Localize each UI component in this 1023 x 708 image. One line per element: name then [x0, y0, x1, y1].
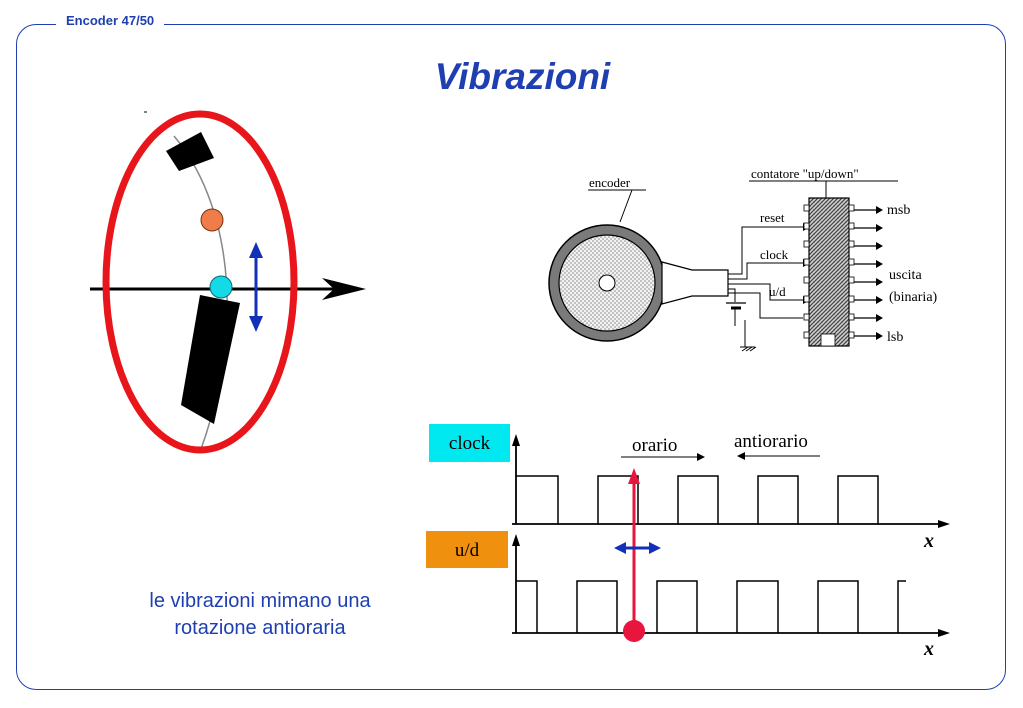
clockwise-label: orario [632, 435, 677, 456]
caption-line-2: rotazione antioraria [174, 617, 346, 639]
position-marker-dot [623, 620, 645, 642]
output-label: uscita [889, 268, 922, 283]
lsb-label: lsb [887, 330, 903, 345]
ground-symbol [741, 346, 757, 352]
reset-label: reset [760, 210, 785, 225]
msb-label: msb [887, 203, 910, 218]
caption-line-1: le vibrazioni mimano una [149, 590, 371, 612]
vibration-illustration [90, 110, 366, 454]
clock-input-label: clock [760, 247, 789, 262]
signal-wires [728, 226, 803, 348]
counter-chip [808, 197, 850, 347]
clock-waveform [516, 475, 879, 524]
timing-diagram: clock u/d x x orario antiorario [426, 424, 950, 660]
vibration-caption: le vibrazioni mimano una rotazione antio… [110, 588, 410, 642]
ud-x-label: x [923, 638, 934, 660]
vibration-arrow [249, 242, 263, 332]
counter-outputs [854, 209, 876, 337]
cyan-dot [209, 275, 233, 299]
ud-input-label: u/d [769, 284, 786, 299]
red-ellipse [102, 110, 298, 454]
encoder-label: encoder [589, 175, 631, 190]
encoder-schematic: encoder reset clock u/d contator [548, 166, 938, 352]
slide-number-label: Encoder 47/50 [56, 13, 165, 28]
bottom-black-segment [181, 295, 240, 424]
output-sub-label: (binaria) [889, 290, 938, 305]
page-title: Vibrazioni [434, 56, 611, 97]
clock-tag [429, 424, 510, 462]
axis-arrowhead [322, 278, 366, 300]
counterclockwise-label: antiorario [734, 431, 808, 452]
counter-pins [803, 204, 855, 339]
slide-frame [16, 24, 1006, 690]
top-black-segment [166, 132, 214, 171]
ud-tag [426, 531, 508, 568]
encoder-neck [661, 261, 729, 305]
ud-tag-label: u/d [455, 540, 480, 561]
clock-tag-label: clock [449, 433, 491, 454]
orange-dot [200, 208, 224, 232]
clock-x-label: x [923, 530, 934, 552]
position-marker-head [628, 468, 640, 484]
counter-label: contatore "up/down" [751, 166, 859, 181]
ud-waveform [516, 580, 906, 633]
encoder-shaft [598, 274, 616, 292]
